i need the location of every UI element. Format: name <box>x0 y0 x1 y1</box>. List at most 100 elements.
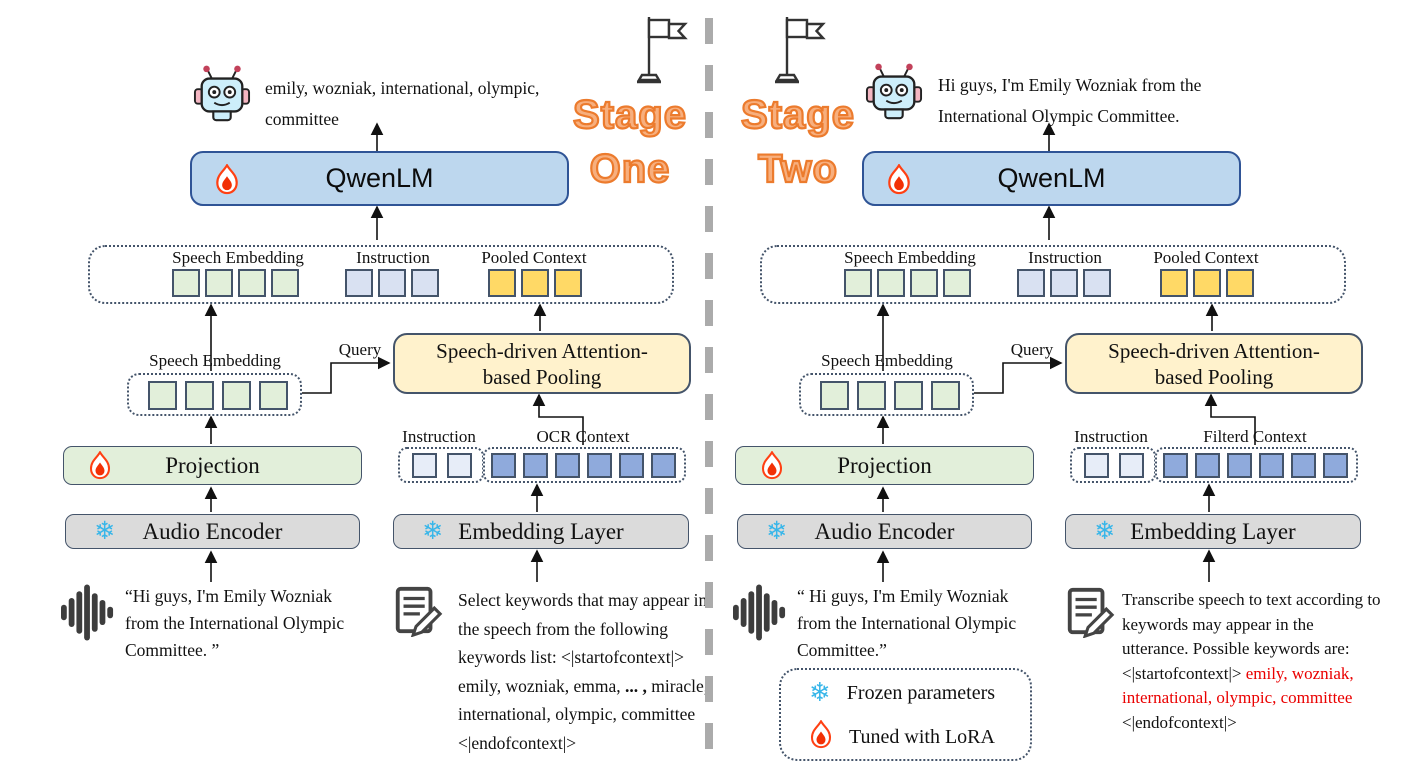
audio-encoder-label: Audio Encoder <box>814 518 955 544</box>
stage-number: Two <box>757 146 838 192</box>
audio-waveform-icon <box>61 584 115 646</box>
embedding-layer-label: Embedding Layer <box>1130 518 1296 544</box>
context-token-box <box>1155 447 1358 483</box>
context-token-square <box>587 453 612 478</box>
context-token-square <box>1227 453 1252 478</box>
pooled-token-square <box>1193 269 1221 297</box>
instruction-label: Instruction <box>356 248 430 267</box>
speech-input-text: “ Hi guys, I'm Emily Wozniak from the In… <box>797 586 1017 660</box>
stage-two-panel: Stage Two Hi guys, I'm Emily Wozniak fro… <box>672 0 1403 782</box>
prompt-segment: Select keywords that may appear in the s… <box>458 590 708 696</box>
fire-icon <box>809 719 833 755</box>
speech-token-row <box>172 269 299 297</box>
speech-token-square <box>238 269 266 297</box>
context-token-square <box>1259 453 1284 478</box>
pooled-token-square <box>521 269 549 297</box>
snowflake-icon: ❄ <box>809 678 831 708</box>
speech-token-square <box>172 269 200 297</box>
legend-lora-label: Tuned with LoRA <box>849 726 995 748</box>
stage-label: Stage One <box>565 88 695 196</box>
instruction-token-square <box>1050 269 1078 297</box>
instruction-token-row <box>1017 269 1111 297</box>
embedding-layer-box: ❄ Embedding Layer <box>393 514 689 549</box>
memo-pencil-icon <box>1063 586 1115 643</box>
fire-icon <box>214 163 240 200</box>
instruction-token-square <box>345 269 373 297</box>
context-token-square <box>523 453 548 478</box>
robot-icon <box>193 64 251 131</box>
pooled-token-square <box>1160 269 1188 297</box>
model-output-text: emily, wozniak, international, olympic, … <box>265 78 540 129</box>
instruction-token-square <box>378 269 406 297</box>
context-token-square <box>491 453 516 478</box>
memo-pencil-icon <box>391 585 443 642</box>
speech-embedding-box <box>799 373 974 416</box>
speech-embedding-box <box>127 373 302 416</box>
qwenlm-label: QwenLM <box>997 163 1106 193</box>
context-token-square <box>555 453 580 478</box>
stage-divider <box>705 18 713 770</box>
projection-box: Projection <box>63 446 362 485</box>
prompt-segment: Transcribe speech to text according to k… <box>1122 590 1381 683</box>
qwenlm-label: QwenLM <box>325 163 434 193</box>
instruction-token-row <box>412 453 472 478</box>
snowflake-icon: ❄ <box>94 516 115 545</box>
flag-icon <box>765 13 829 92</box>
stage-word: Stage <box>740 92 855 138</box>
speech-token-square <box>857 381 886 410</box>
instruction-token-square <box>1083 269 1111 297</box>
instruction-token-box <box>1070 447 1156 483</box>
speech-token-square <box>205 269 233 297</box>
qwenlm-box: QwenLM <box>190 151 569 206</box>
speech-token-square <box>877 269 905 297</box>
embedding-layer-label: Embedding Layer <box>458 518 624 544</box>
speech-token-square <box>910 269 938 297</box>
context-token-square <box>1195 453 1220 478</box>
instruction-prompt-text: Select keywords that may appear in the s… <box>458 586 710 757</box>
context-token-square <box>1323 453 1348 478</box>
instruction-token-square <box>412 453 437 478</box>
context-token-row <box>491 453 676 478</box>
speech-token-square <box>271 269 299 297</box>
instruction-token-box <box>398 447 484 483</box>
stage-one-panel: emily, wozniak, international, olympic, … <box>61 17 710 757</box>
legend-box: ❄ Frozen parameters Tuned with LoRA <box>779 668 1032 761</box>
projection-box: Projection <box>735 446 1034 485</box>
speech-token-square <box>222 381 251 410</box>
speech-embedding-label: Speech Embedding <box>844 248 976 267</box>
context-token-box <box>483 447 686 483</box>
speech-token-square <box>185 381 214 410</box>
speech-token-square <box>844 269 872 297</box>
snowflake-icon: ❄ <box>1094 516 1115 545</box>
instruction-token-square <box>1084 453 1109 478</box>
query-label: Query <box>338 340 382 359</box>
context-label: Filterd Context <box>1203 427 1307 446</box>
stage-label: Stage Two <box>733 88 863 196</box>
audio-encoder-box: ❄ Audio Encoder <box>737 514 1032 549</box>
instruction-label: Instruction <box>402 427 476 446</box>
context-token-square <box>1291 453 1316 478</box>
instruction-token-row <box>1084 453 1144 478</box>
speech-embedding-label: Speech Embedding <box>172 248 304 267</box>
audio-encoder-box: ❄ Audio Encoder <box>65 514 360 549</box>
snowflake-icon: ❄ <box>422 516 443 545</box>
model-output-text: Hi guys, I'm Emily Wozniak from the Inte… <box>938 75 1202 126</box>
projection-label: Projection <box>165 452 260 478</box>
context-token-square <box>1163 453 1188 478</box>
snowflake-icon: ❄ <box>766 516 787 545</box>
audio-waveform-icon <box>733 584 787 646</box>
instruction-token-square <box>1119 453 1144 478</box>
legend-frozen-label: Frozen parameters <box>846 681 996 704</box>
query-label: Query <box>1010 340 1054 359</box>
speech-token-square <box>931 381 960 410</box>
attention-pooling-box: Speech-driven Attention-based Pooling <box>1065 333 1363 394</box>
audio-encoder-label: Audio Encoder <box>142 518 283 544</box>
legend-lora-row: Tuned with LoRA <box>809 719 995 755</box>
attention-pooling-label: Speech-driven Attention-based Pooling <box>1108 338 1320 389</box>
stage-word: Stage <box>572 92 687 138</box>
speech-input-text: “Hi guys, I'm Emily Wozniak from the Int… <box>125 586 345 660</box>
stage-number: One <box>588 146 671 192</box>
attention-pooling-box: Speech-driven Attention-based Pooling <box>393 333 691 394</box>
instruction-prompt-text: Transcribe speech to text according to k… <box>1122 588 1382 735</box>
